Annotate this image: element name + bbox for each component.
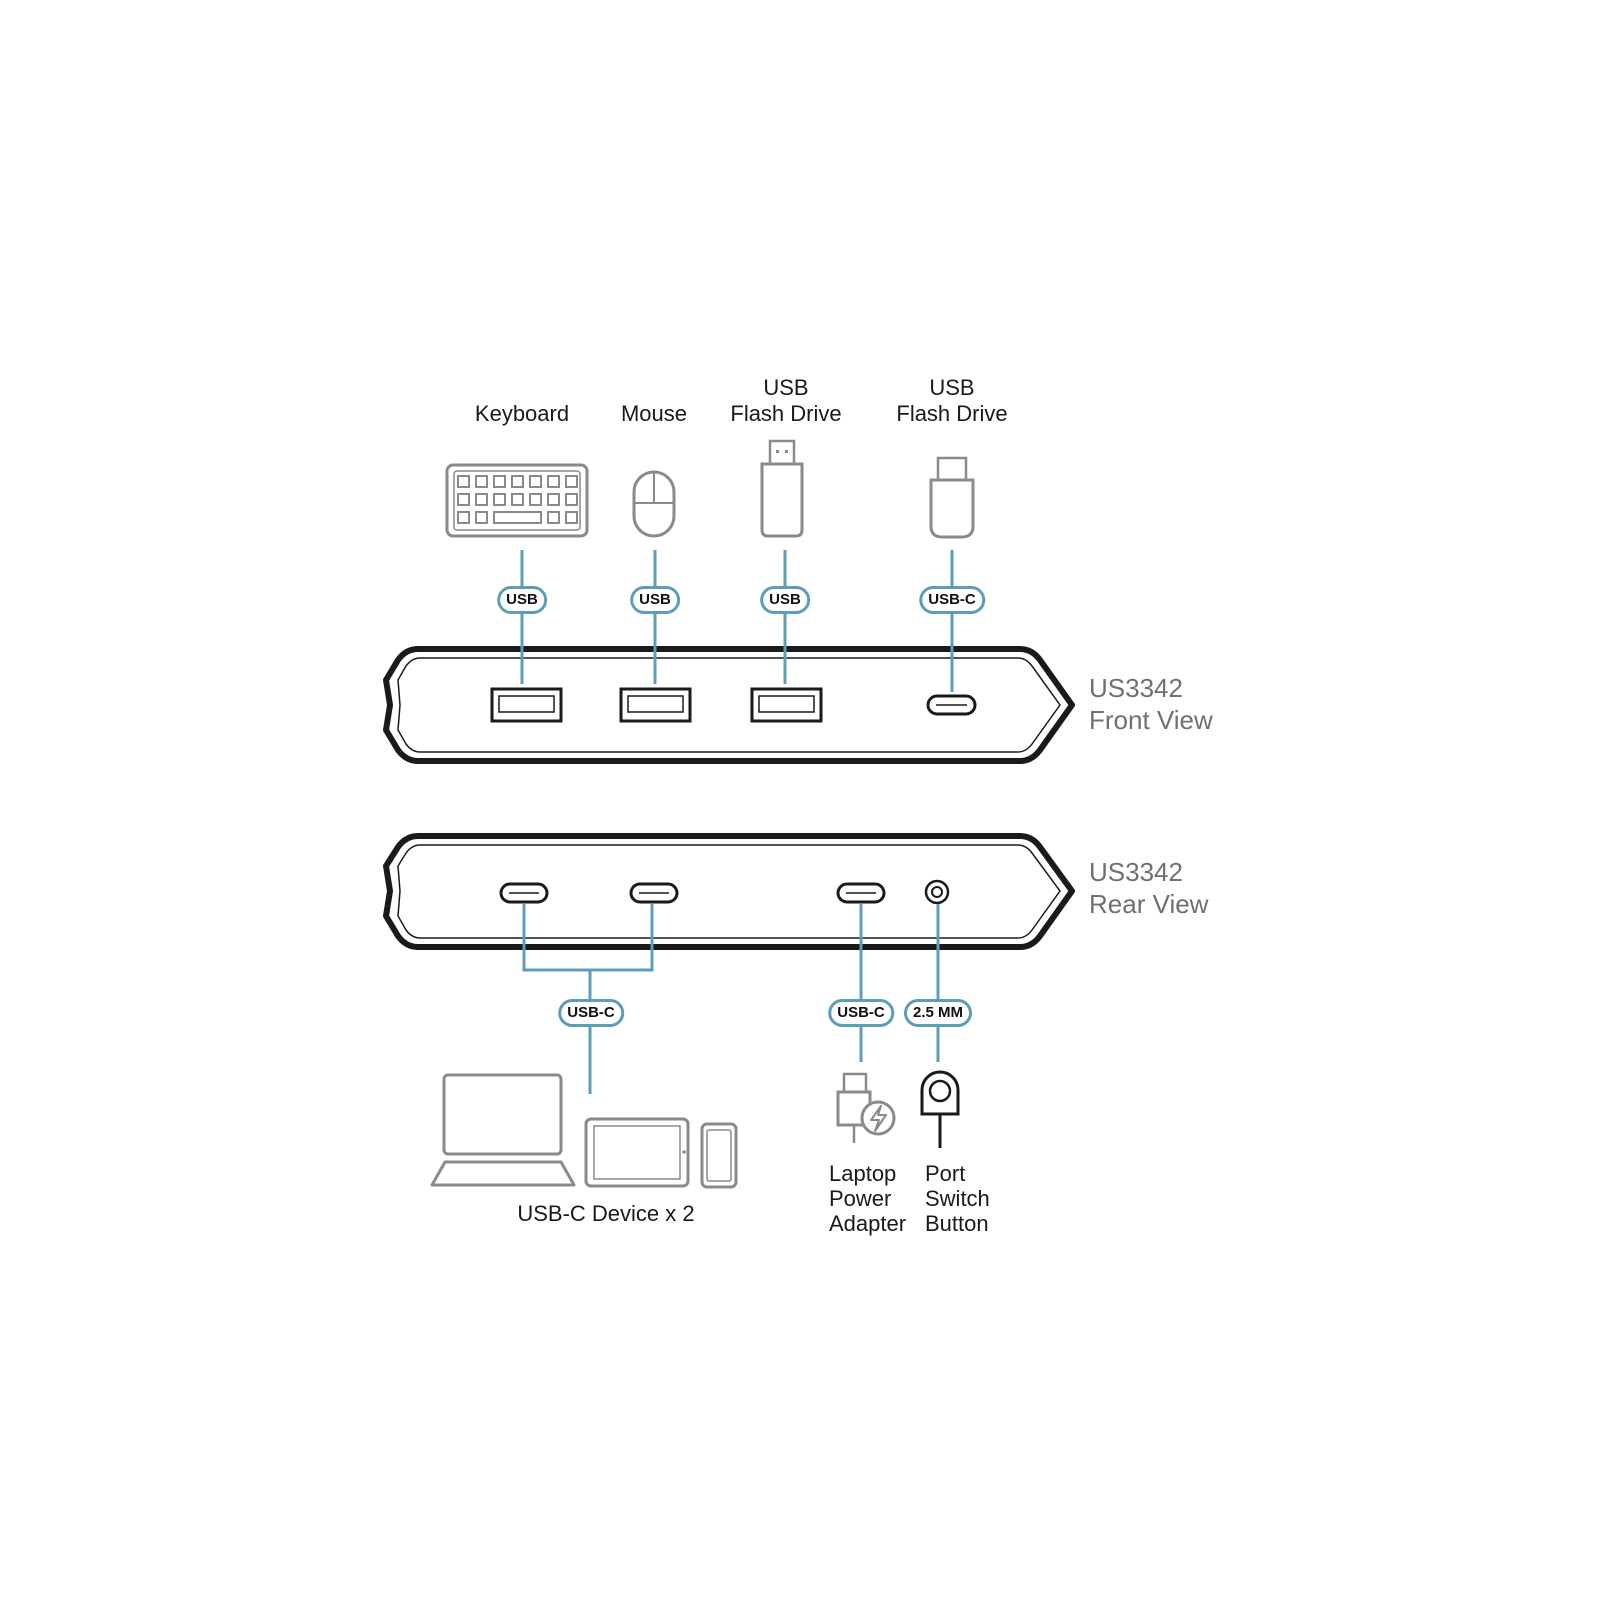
rear-usb-c-port-3 [836,882,886,904]
connector-badge-usb-c-front: USB-C [919,586,985,614]
connector-badge-2-5mm: 2.5 MM [903,999,973,1027]
power-adapter-icon [836,1072,896,1143]
rear-model-label: US3342 [1089,857,1183,887]
power-adapter-label-line1: Laptop [829,1161,897,1186]
usb-flash-drive-label-line2: Flash Drive [730,401,842,426]
port-switch-label-line3: Button [925,1211,989,1236]
connector-badge-usb-1: USB [497,586,547,614]
connector-badge-usb-c-power: USB-C [828,999,894,1027]
usb-flash-drive-icon [760,439,804,538]
laptop-tablet-phone-icon [430,1073,738,1189]
usb-flash-drive-label-line1: USB [763,375,809,400]
front-view-label: Front View [1089,705,1213,735]
port-switch-button-icon [920,1070,960,1148]
mouse-label: Mouse [620,401,688,426]
rear-cables [522,904,940,1094]
usb-c-devices-label: USB-C Device x 2 [517,1201,695,1226]
front-usb-c-port [926,694,977,716]
mouse-icon [632,470,676,538]
connector-badge-usb-3: USB [760,586,810,614]
front-usb-port-2 [619,687,692,723]
front-usb-port-1 [490,687,563,723]
front-device-body [383,646,1075,764]
usb-c-flash-drive-icon [929,456,975,539]
rear-usb-c-port-2 [629,882,679,904]
connector-badge-usb-2: USB [630,586,680,614]
front-cables [520,550,954,692]
rear-usb-c-port-1 [499,882,549,904]
usb-c-flash-drive-label-line2: Flash Drive [896,401,1008,426]
rear-view-label: Rear View [1089,889,1209,919]
keyboard-label: Keyboard [474,401,570,426]
rear-device-body [383,833,1075,950]
front-model-label: US3342 [1089,673,1183,703]
port-switch-label-line2: Switch [925,1186,990,1211]
connector-badge-usb-c-devices: USB-C [558,999,624,1027]
power-adapter-label-line2: Power [829,1186,892,1211]
port-switch-label-line1: Port [925,1161,966,1186]
keyboard-icon [445,463,589,538]
usb-c-flash-drive-label-line1: USB [929,375,975,400]
front-usb-port-3 [750,687,823,723]
power-adapter-label-line3: Adapter [829,1211,907,1236]
rear-2-5mm-jack [924,879,950,905]
